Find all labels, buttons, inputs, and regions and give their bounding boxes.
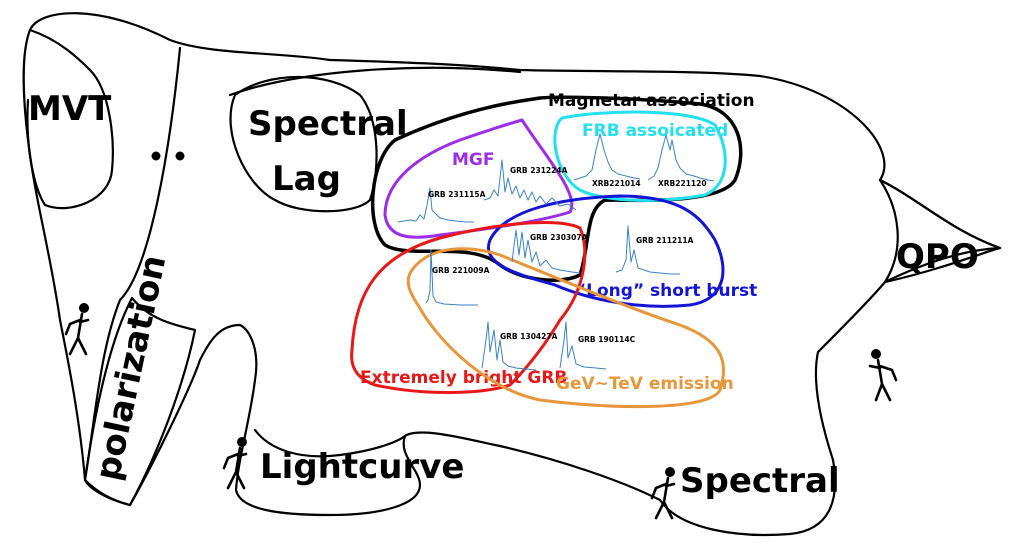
lightcurve-xrb221120: XRB221120 — [647, 134, 715, 188]
spectral-lag-region — [229, 75, 378, 213]
lightcurve-leg — [253, 428, 407, 458]
lightcurve-grb231224a: GRB 231224A — [483, 159, 577, 211]
polarization-trunk — [83, 296, 197, 507]
label-lightcurve: Lightcurve — [260, 447, 464, 487]
mgf-region — [383, 118, 574, 239]
stick-figure-left — [64, 303, 90, 356]
back-line — [228, 66, 522, 97]
eye-left — [151, 151, 161, 161]
svg-text:GRB 231115A: GRB 231115A — [428, 190, 486, 199]
label-qpo: QPO — [896, 237, 979, 277]
stick-figure-right — [868, 349, 898, 402]
svg-text:GRB 231224A: GRB 231224A — [510, 166, 568, 175]
gev-tev-region — [406, 247, 726, 409]
trunk-line-inner — [118, 46, 182, 302]
long-short-region — [486, 194, 725, 308]
mgf-label: MGF — [452, 150, 494, 170]
svg-text:GRB 211211A: GRB 211211A — [636, 236, 694, 245]
magnetar-label: Magnetar association — [548, 91, 755, 111]
svg-text:GRB 221009A: GRB 221009A — [432, 266, 490, 275]
svg-text:XRB221014: XRB221014 — [592, 179, 641, 188]
lightcurve-grb231115a: GRB 231115A — [397, 187, 486, 223]
label-spectral: Spectral — [680, 461, 840, 501]
gev-tev-label: GeV~TeV emission — [556, 374, 734, 394]
lightcurve-grb130427a: GRB 130427A — [481, 321, 558, 371]
extremely-bright-region — [350, 221, 587, 394]
lightcurve-grb230307a: GRB 230307A — [511, 229, 588, 274]
lightcurve-xrb221014: XRB221014 — [573, 133, 641, 188]
lightcurve-grb211211a: GRB 211211A — [615, 225, 694, 275]
stick-figure-lightcurve — [222, 437, 248, 490]
long-short-label: “Long” short burst — [575, 281, 757, 301]
eye-right — [175, 151, 185, 161]
label-spectral-lag-1: Spectral — [248, 104, 408, 144]
label-mvt: MVT — [28, 89, 112, 129]
svg-text:GRB 230307A: GRB 230307A — [530, 233, 588, 242]
svg-text:XRB221120: XRB221120 — [658, 179, 707, 188]
tail-region — [878, 178, 1002, 284]
svg-text:GRB 130427A: GRB 130427A — [500, 332, 558, 341]
label-spectral-lag-2: Lag — [272, 159, 341, 199]
lightcurve-grb190114c: GRB 190114C — [559, 321, 636, 370]
svg-text:GRB 190114C: GRB 190114C — [578, 335, 636, 344]
frb-label: FRB assoicated — [582, 121, 728, 141]
ear-outline — [26, 28, 114, 210]
stick-figure-spectral — [650, 467, 676, 520]
label-polarization: polarization — [88, 252, 175, 484]
lightcurve-grb221009a: GRB 221009A — [425, 249, 490, 306]
extremely-bright-label: Extremely bright GRB — [360, 368, 567, 388]
frb-region — [553, 110, 727, 202]
